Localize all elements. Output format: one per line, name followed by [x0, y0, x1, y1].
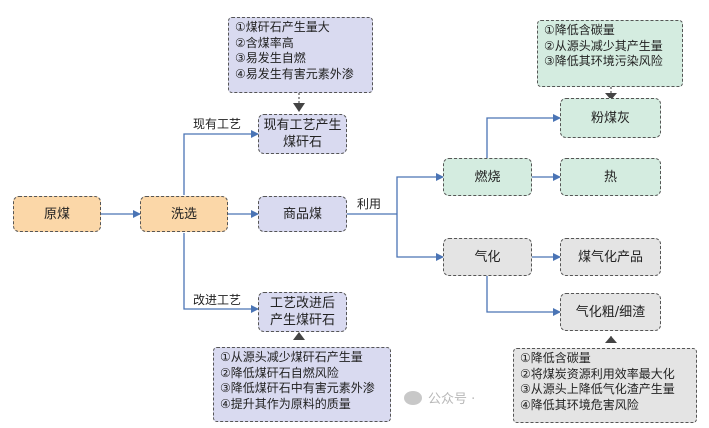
note-item: ②从源头减少其产生量 — [544, 38, 663, 53]
arrow-to-combustion — [396, 173, 444, 214]
node-gas-products: 煤气化产品 — [560, 238, 661, 276]
note-item: ①降低含碳量 — [544, 23, 615, 37]
arrow-combustion-to-fly-ash — [486, 114, 561, 158]
arrow-to-gasification — [396, 214, 444, 261]
note-fly-ash-benefits: ①降低含碳量 ②从源头减少其产生量 ③降低其环境污染风险 — [537, 20, 683, 87]
note-item: ④提升其作为原料的质量 — [220, 396, 351, 411]
note-item: ①降低含碳量 — [520, 351, 591, 365]
node-gasification: 气化 — [443, 238, 532, 276]
note-item: ③降低煤矸石中有害元素外渗 — [220, 381, 375, 395]
arrow-washing-to-current-gangue — [183, 130, 259, 195]
node-heat: 热 — [560, 158, 661, 196]
note-item: ②将煤炭资源利用效率最大化 — [520, 366, 675, 381]
node-raw-coal: 原煤 — [13, 196, 101, 232]
label-utilization: 利用 — [357, 197, 382, 211]
watermark: 公众号 · — [404, 388, 475, 407]
node-fly-ash: 粉煤灰 — [560, 98, 661, 138]
label-improved-process: 改进工艺 — [193, 293, 242, 307]
node-improved-gangue: 工艺改进后 产生煤矸石 — [258, 292, 347, 332]
note-pointer-fly-ash — [605, 93, 617, 100]
node-washing: 洗选 — [140, 196, 228, 232]
note-item: ③易发生自燃 — [235, 51, 306, 65]
note-current-gangue-issues: ①煤矸石产生量大 ②含煤率高 ③易发生自燃 ④易发生有害元素外渗 — [228, 17, 373, 93]
note-improved-gangue-benefits: ①从源头减少煤矸石产生量 ②降低煤矸石自燃风险 ③降低煤矸石中有害元素外渗 ④提… — [213, 347, 391, 422]
note-item: ②降低煤矸石自燃风险 — [220, 365, 339, 380]
wechat-icon — [404, 390, 422, 405]
note-item: ④易发生有害元素外渗 — [235, 66, 354, 81]
watermark-text: 公众号 · — [428, 392, 476, 407]
note-slag-benefits: ①降低含碳量 ②将煤炭资源利用效率最大化 ③从源头上降低气化渣产生量 ④降低其环… — [513, 348, 697, 423]
node-combustion: 燃烧 — [443, 158, 532, 196]
note-item: ①煤矸石产生量大 — [235, 20, 330, 34]
label-current-process: 现有工艺 — [193, 117, 242, 131]
note-item: ④降低其环境危害风险 — [520, 397, 639, 412]
arrow-washing-to-improved-gangue — [183, 233, 259, 313]
node-current-gangue: 现有工艺产生 煤矸石 — [258, 114, 347, 154]
note-item: ③降低其环境污染风险 — [544, 54, 663, 68]
note-pointer-improved — [293, 332, 305, 340]
note-pointer-current — [293, 103, 305, 112]
note-item: ②含煤率高 — [235, 35, 294, 50]
node-commercial-coal: 商品煤 — [258, 196, 347, 232]
node-gasification-slag: 气化粗/细渣 — [560, 293, 661, 331]
note-item: ①从源头减少煤矸石产生量 — [220, 350, 363, 364]
note-item: ③从源头上降低气化渣产生量 — [520, 382, 675, 396]
note-pointer-slag — [605, 336, 617, 343]
arrow-gasification-to-slag — [486, 276, 561, 316]
